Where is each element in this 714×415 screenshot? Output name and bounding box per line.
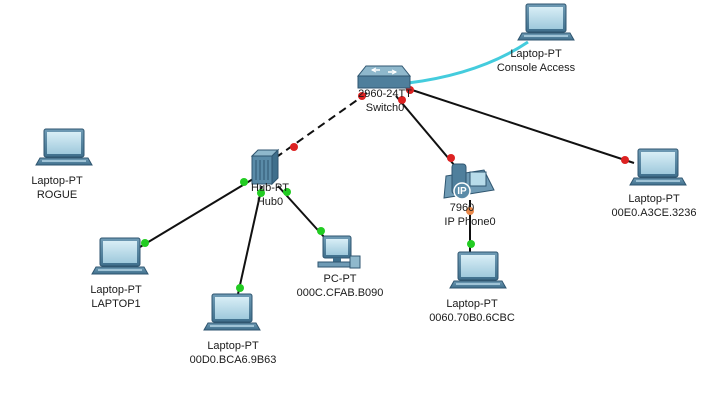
console-cable[interactable]	[407, 40, 529, 85]
switch-type-label: 2960-24TT	[358, 88, 412, 100]
switch-name-label: Switch0	[365, 102, 405, 114]
port-dot-switch-phone	[398, 96, 406, 104]
port-dot-laptop-phone	[467, 240, 475, 248]
laptop1-type-label: Laptop-PT	[90, 284, 142, 296]
port-dot-laptop-switch	[621, 156, 629, 164]
pc-icon[interactable]	[317, 235, 361, 269]
laptop-60-name-label: 0060.70B0.6CBC	[429, 312, 515, 324]
laptop-e0-name-label: 00E0.A3CE.3236	[611, 207, 697, 219]
ip-phone-type-label: 7960	[449, 202, 475, 214]
rogue-name-label: ROGUE	[36, 189, 78, 201]
rogue-type-label: Laptop-PT	[31, 175, 83, 187]
port-dot-phone-laptop	[466, 207, 474, 215]
link-switch-laptop-e0[interactable]	[405, 87, 635, 164]
laptop-d0-name-label: 00D0.BCA6.9B63	[189, 354, 277, 366]
link-switch-hub[interactable]	[277, 92, 368, 157]
laptop-icon[interactable]	[91, 237, 149, 275]
hub-name-label: Hub0	[256, 196, 284, 208]
ip-phone-icon[interactable]	[443, 163, 495, 200]
port-dot-laptop-d0-hub	[236, 284, 244, 292]
laptop-d0-type-label: Laptop-PT	[207, 340, 259, 352]
laptop-icon[interactable]	[629, 148, 687, 186]
laptop-60-type-label: Laptop-PT	[446, 298, 498, 310]
port-dot-laptop1-hub	[141, 239, 149, 247]
port-dot-switch-hub	[358, 92, 366, 100]
console-laptop-type-label: Laptop-PT	[510, 48, 562, 60]
hub-type-label: Hub-PT	[251, 182, 289, 194]
port-dot-hub-switch	[290, 143, 298, 151]
console-laptop-name-label: Console Access	[496, 62, 576, 74]
ip-phone-name-label: IP Phone0	[444, 216, 496, 228]
link-hub-laptop1[interactable]	[139, 175, 259, 248]
laptop-icon[interactable]	[35, 128, 93, 166]
link-switch-phone[interactable]	[395, 95, 456, 167]
laptop1-name-label: LAPTOP1	[91, 298, 141, 310]
laptop-icon[interactable]	[449, 251, 507, 289]
hub-icon[interactable]	[250, 148, 280, 186]
pc-type-label: PC-PT	[323, 273, 357, 285]
links	[139, 40, 635, 295]
switch-icon[interactable]	[356, 65, 412, 89]
port-dot-hub-laptop-d0	[257, 189, 265, 197]
ip-phone-badge: IP	[457, 186, 467, 197]
link-hub-laptop-d0[interactable]	[237, 185, 263, 295]
port-dot-pc-hub	[317, 227, 325, 235]
laptop-e0-type-label: Laptop-PT	[628, 193, 680, 205]
laptop-icon[interactable]	[203, 293, 261, 331]
laptop-icon[interactable]	[517, 3, 575, 41]
port-dot-phone-switch	[447, 154, 455, 162]
port-dot-hub-pc	[283, 188, 291, 196]
port-dot-hub-laptop1	[240, 178, 248, 186]
link-status-dots	[141, 86, 629, 292]
pc-name-label: 000C.CFAB.B090	[296, 287, 384, 299]
